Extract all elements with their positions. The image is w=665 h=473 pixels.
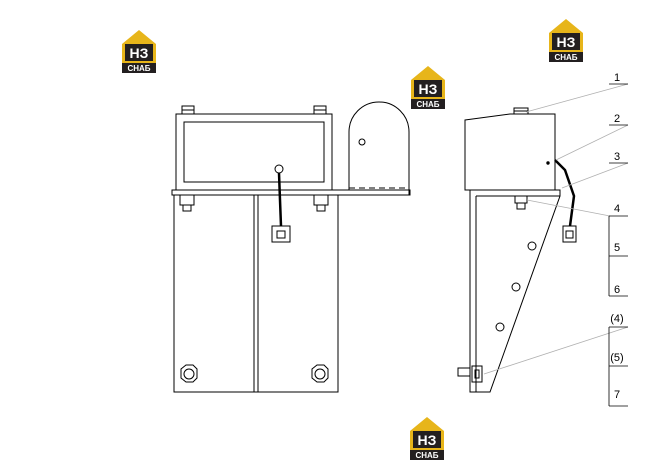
front-view — [171, 101, 411, 393]
tab-hole — [358, 138, 366, 146]
logo-center: НЗ СНАБ — [411, 66, 445, 109]
callout-rulers — [608, 83, 628, 407]
bracket-hole — [527, 241, 537, 251]
logo-brand: СНАБ — [415, 451, 438, 460]
battery-inner-frame — [183, 121, 325, 183]
side-view — [457, 107, 577, 393]
connector-plug-icon — [271, 225, 291, 243]
hex-bolt-icon — [180, 364, 198, 383]
wire-harness-icon — [554, 159, 576, 227]
callout-5: 5 — [614, 242, 620, 254]
callout-4-ref: (4) — [610, 313, 623, 325]
logo-top-left: НЗ СНАБ — [122, 30, 156, 73]
hex-bolt-icon — [514, 195, 528, 204]
callout-3: 3 — [614, 151, 620, 163]
mounting-tab — [348, 101, 410, 195]
logo-mark: НЗ — [557, 34, 576, 50]
callout-6: 6 — [614, 284, 620, 296]
mounting-bar — [171, 189, 411, 196]
battery-side — [464, 113, 556, 191]
callout-2: 2 — [614, 113, 620, 125]
callout-4: 4 — [614, 203, 620, 215]
sensor-hole — [274, 164, 284, 174]
hex-bolt-icon — [313, 194, 329, 206]
logo-top-right: НЗ СНАБ — [549, 19, 583, 62]
callout-7: 7 — [614, 389, 620, 401]
callout-labels: 1 2 3 4 5 6 (4) (5) 7 — [610, 72, 623, 401]
leader-lines — [483, 83, 629, 375]
battery-housing — [175, 113, 333, 191]
bracket-side — [469, 189, 561, 393]
logo-mark: НЗ — [130, 45, 149, 61]
callout-1: 1 — [614, 72, 620, 84]
hex-bolt-icon — [179, 194, 195, 206]
logo-mark: НЗ — [418, 432, 437, 448]
wire-harness-icon — [277, 172, 283, 227]
connector-plug-icon — [562, 225, 577, 243]
bracket-plate — [173, 194, 339, 393]
bracket-hole — [511, 282, 521, 292]
logo-brand: СНАБ — [416, 100, 439, 109]
logo-brand: СНАБ — [127, 64, 150, 73]
hex-bolt-icon — [311, 364, 329, 383]
hex-bolt-icon — [457, 367, 471, 377]
logo-bottom: НЗ СНАБ — [410, 417, 444, 460]
bracket-hole — [495, 322, 505, 332]
logo-mark: НЗ — [419, 81, 438, 97]
callout-5-ref: (5) — [610, 352, 623, 364]
logo-brand: СНАБ — [554, 53, 577, 62]
